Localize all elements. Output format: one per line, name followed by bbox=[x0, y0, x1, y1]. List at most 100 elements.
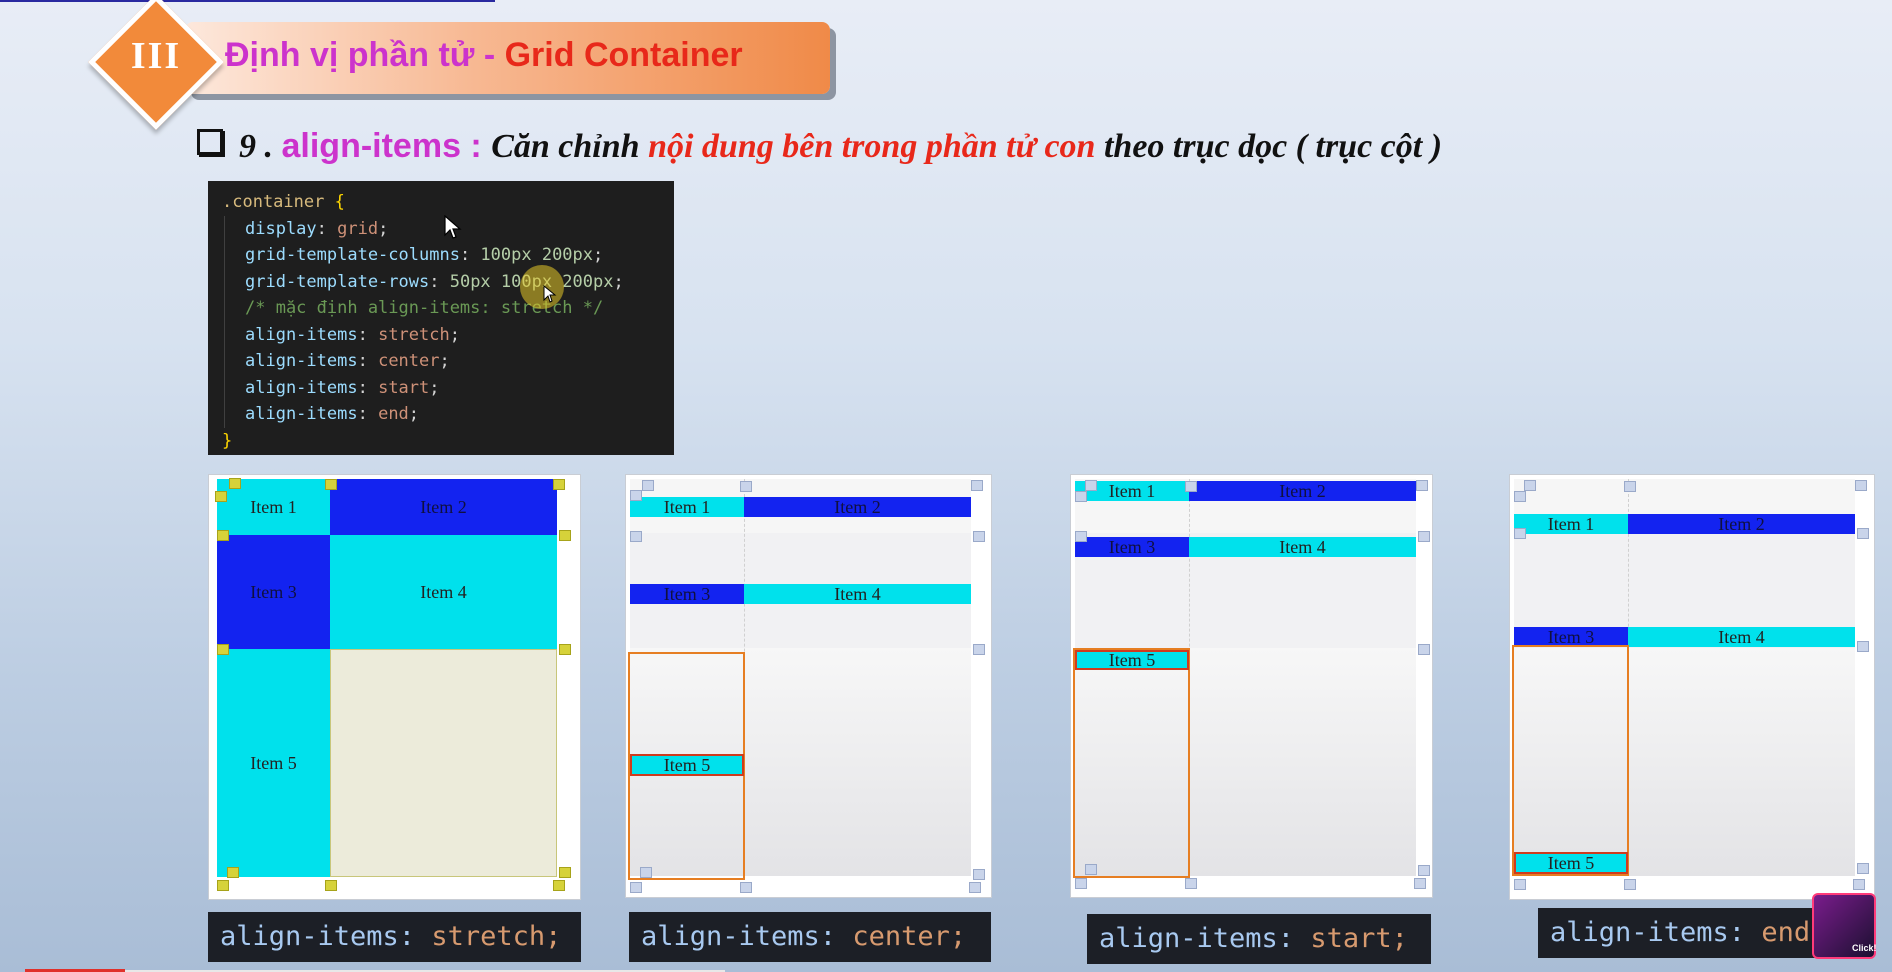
line-number-badge bbox=[1075, 531, 1087, 542]
item-5-cell-outline bbox=[1512, 645, 1629, 876]
grid-item-2: Item 2 bbox=[1189, 481, 1416, 501]
line-number-badge bbox=[1185, 481, 1197, 492]
grid-item-5: Item 5 bbox=[1075, 650, 1189, 670]
code-line: align-items: stretch; bbox=[245, 324, 460, 345]
grid-item-1: Item 1 bbox=[630, 497, 744, 517]
code-line-selector: .container { bbox=[222, 192, 345, 212]
line-number-badge bbox=[559, 644, 571, 655]
line-number-badge bbox=[1857, 528, 1869, 539]
line-number-badge bbox=[1418, 531, 1430, 542]
line-number-badge bbox=[325, 479, 337, 490]
line-number-badge bbox=[1085, 864, 1097, 875]
item-5-cell-outline bbox=[1073, 648, 1190, 878]
line-number-badge bbox=[559, 530, 571, 541]
channel-avatar[interactable] bbox=[1812, 893, 1876, 959]
progress-buffer bbox=[125, 970, 725, 972]
line-number-badge bbox=[640, 867, 652, 878]
grid-item-4: Item 4 bbox=[744, 584, 971, 604]
line-number-badge bbox=[1514, 528, 1526, 539]
line-number-badge bbox=[1075, 878, 1087, 889]
line-number-badge bbox=[630, 490, 642, 501]
line-number-badge bbox=[1418, 865, 1430, 876]
demo-panel-start: Item 1 Item 2 Item 3 Item 4 Item 5 bbox=[1070, 474, 1433, 898]
grid-item-1: Item 1 bbox=[1514, 514, 1628, 534]
grid-item-4: Item 4 bbox=[1189, 537, 1416, 557]
code-line: display: grid; bbox=[245, 218, 389, 239]
line-number-badge bbox=[642, 480, 654, 491]
subtitle-property: align-items : bbox=[281, 127, 492, 165]
line-number-badge bbox=[1416, 480, 1428, 491]
line-number-badge bbox=[1857, 641, 1869, 652]
row-area bbox=[1514, 648, 1855, 876]
subtitle: 9 . align-items : Căn chỉnh nội dung bên… bbox=[197, 127, 1442, 166]
line-number-badge bbox=[1853, 879, 1865, 890]
line-number-badge bbox=[553, 880, 565, 891]
line-number-badge bbox=[1624, 879, 1636, 890]
grid-item-2: Item 2 bbox=[744, 497, 971, 517]
line-number-badge bbox=[217, 880, 229, 891]
section-title-part1: Định vị phần tử - bbox=[225, 36, 505, 74]
demo-panel-end: Item 1 Item 2 Item 3 Item 4 Item 5 bbox=[1509, 474, 1875, 900]
progress-line-bottom bbox=[25, 969, 125, 972]
mouse-cursor-icon bbox=[543, 285, 557, 303]
subtitle-text2: theo trục dọc ( trục cột ) bbox=[1095, 128, 1443, 165]
label-center: align-items: center; bbox=[629, 912, 991, 962]
line-number-badge bbox=[740, 481, 752, 492]
line-number-badge bbox=[1855, 480, 1867, 491]
demo-panel-center: Item 1 Item 2 Item 3 Item 4 Item 5 bbox=[625, 474, 992, 898]
code-line: align-items: start; bbox=[245, 377, 440, 398]
line-number-badge bbox=[217, 530, 229, 541]
section-banner: Định vị phần tử - Grid Container bbox=[185, 22, 830, 94]
grid-item-2: Item 2 bbox=[330, 479, 557, 535]
demo-panel-stretch: Item 1 Item 2 Item 3 Item 4 Item 5 bbox=[208, 474, 581, 900]
grid-item-3: Item 3 bbox=[1514, 627, 1628, 647]
roman-numeral: III bbox=[130, 35, 182, 77]
line-number-badge bbox=[227, 867, 239, 878]
grid-item-5: Item 5 bbox=[217, 649, 330, 877]
subtitle-highlight: nội dung bên trong phần tử con bbox=[648, 128, 1096, 165]
line-number-badge bbox=[1418, 644, 1430, 655]
line-number-badge bbox=[325, 880, 337, 891]
grid-item-3: Item 3 bbox=[1075, 537, 1189, 557]
label-stretch: align-items: stretch; bbox=[208, 912, 581, 962]
line-number-badge bbox=[1514, 879, 1526, 890]
grid-item-3: Item 3 bbox=[217, 535, 330, 649]
line-number-badge bbox=[1514, 491, 1526, 502]
code-line: align-items: end; bbox=[245, 404, 420, 424]
line-number-badge bbox=[215, 491, 227, 502]
code-body: display: grid; grid-template-columns: 10… bbox=[224, 215, 674, 428]
grid-item-2: Item 2 bbox=[1628, 514, 1855, 534]
line-number-badge bbox=[229, 478, 241, 489]
label-start: align-items: start; bbox=[1087, 914, 1431, 964]
line-number-badge bbox=[973, 531, 985, 542]
line-number-badge bbox=[630, 882, 642, 893]
line-number-badge bbox=[1624, 481, 1636, 492]
avatar-click-label[interactable]: Click! bbox=[1852, 943, 1877, 953]
grid-item-5: Item 5 bbox=[1514, 852, 1628, 874]
line-number-badge bbox=[973, 644, 985, 655]
checkbox-bullet-icon bbox=[197, 129, 223, 155]
subtitle-text1: Căn chỉnh bbox=[491, 128, 649, 165]
line-number-badge bbox=[1085, 480, 1097, 491]
grid-item-3: Item 3 bbox=[630, 584, 744, 604]
line-number-badge bbox=[1524, 480, 1536, 491]
code-line: grid-template-rows: 50px 100px 200px; bbox=[245, 271, 624, 292]
grid-item-1: Item 1 bbox=[1075, 481, 1189, 501]
grid-item-4: Item 4 bbox=[330, 535, 557, 649]
subtitle-number: 9 . bbox=[239, 128, 282, 165]
mouse-cursor-icon bbox=[444, 215, 462, 239]
line-number-badge bbox=[1075, 491, 1087, 502]
section-title-part2: Grid Container bbox=[504, 36, 743, 74]
row-area bbox=[1075, 648, 1416, 876]
line-number-badge bbox=[1414, 878, 1426, 889]
item-5-cell-outline bbox=[628, 652, 745, 880]
line-number-badge bbox=[630, 531, 642, 542]
grid-item-4: Item 4 bbox=[1628, 627, 1855, 647]
line-number-badge bbox=[217, 644, 229, 655]
progress-line-top bbox=[0, 0, 495, 2]
line-number-badge bbox=[553, 479, 565, 490]
code-block: .container { display: grid; grid-templat… bbox=[208, 181, 674, 455]
code-line: align-items: center; bbox=[245, 351, 450, 371]
grid-item-5: Item 5 bbox=[630, 754, 744, 776]
line-number-badge bbox=[971, 480, 983, 491]
